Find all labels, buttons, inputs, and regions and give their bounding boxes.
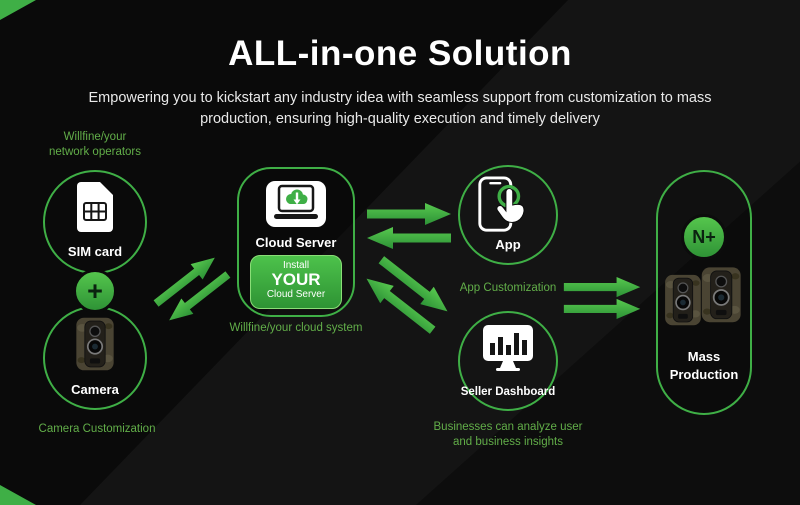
arrows-to-mass-production: [563, 277, 641, 319]
camera-circle: Camera: [43, 306, 147, 410]
dashboard-monitor-icon: [483, 325, 533, 371]
install-button-line3: Cloud Server: [266, 288, 326, 300]
install-button-line2: YOUR: [271, 270, 321, 289]
camera-label: Camera: [71, 382, 119, 397]
page-subtitle: Empowering you to kickstart any industry…: [88, 90, 712, 128]
arrows-cloud-app: [367, 203, 451, 249]
app-customization-caption: App Customization: [459, 282, 557, 294]
corner-accent-bottom-left: [0, 485, 36, 505]
app-label: App: [495, 237, 521, 252]
camera-customization-caption: Camera Customization: [38, 423, 156, 435]
mass-production-pill: N+ Mass Production: [656, 170, 752, 415]
cloud-server-label: Cloud Server: [255, 235, 337, 250]
corner-accent-top-left: [0, 0, 36, 20]
sim-card-icon: [77, 182, 113, 232]
cloud-system-caption: Willfine/your cloud system: [229, 322, 363, 334]
cloud-server-icon: [266, 181, 326, 227]
install-cloud-server-button: Install YOUR Cloud Server: [250, 255, 342, 309]
seller-dashboard-label: Seller Dashboard: [460, 386, 556, 399]
app-touch-icon: [478, 176, 525, 232]
page-title: ALL-in-one Solution: [228, 34, 572, 73]
app-circle: App: [458, 165, 558, 265]
n-plus-badge: N+: [681, 214, 727, 260]
sim-card-label: SIM card: [67, 244, 123, 259]
sim-card-circle: SIM card: [43, 170, 147, 274]
insights-caption: Businesses can analyze user and business…: [433, 421, 583, 448]
trail-camera-icon: [71, 316, 119, 372]
cloud-server-card: Cloud Server Install YOUR Cloud Server: [237, 167, 355, 317]
network-operators-caption: Willfine/your network operators: [48, 131, 142, 158]
arrows-camera-cloud: [149, 249, 235, 329]
mass-production-label: Mass Production: [669, 349, 739, 382]
plus-icon: +: [73, 269, 117, 313]
seller-dashboard-circle: Seller Dashboard: [458, 311, 558, 411]
mass-production-cameras-icon: [664, 266, 742, 327]
install-button-line1: Install: [282, 260, 310, 271]
